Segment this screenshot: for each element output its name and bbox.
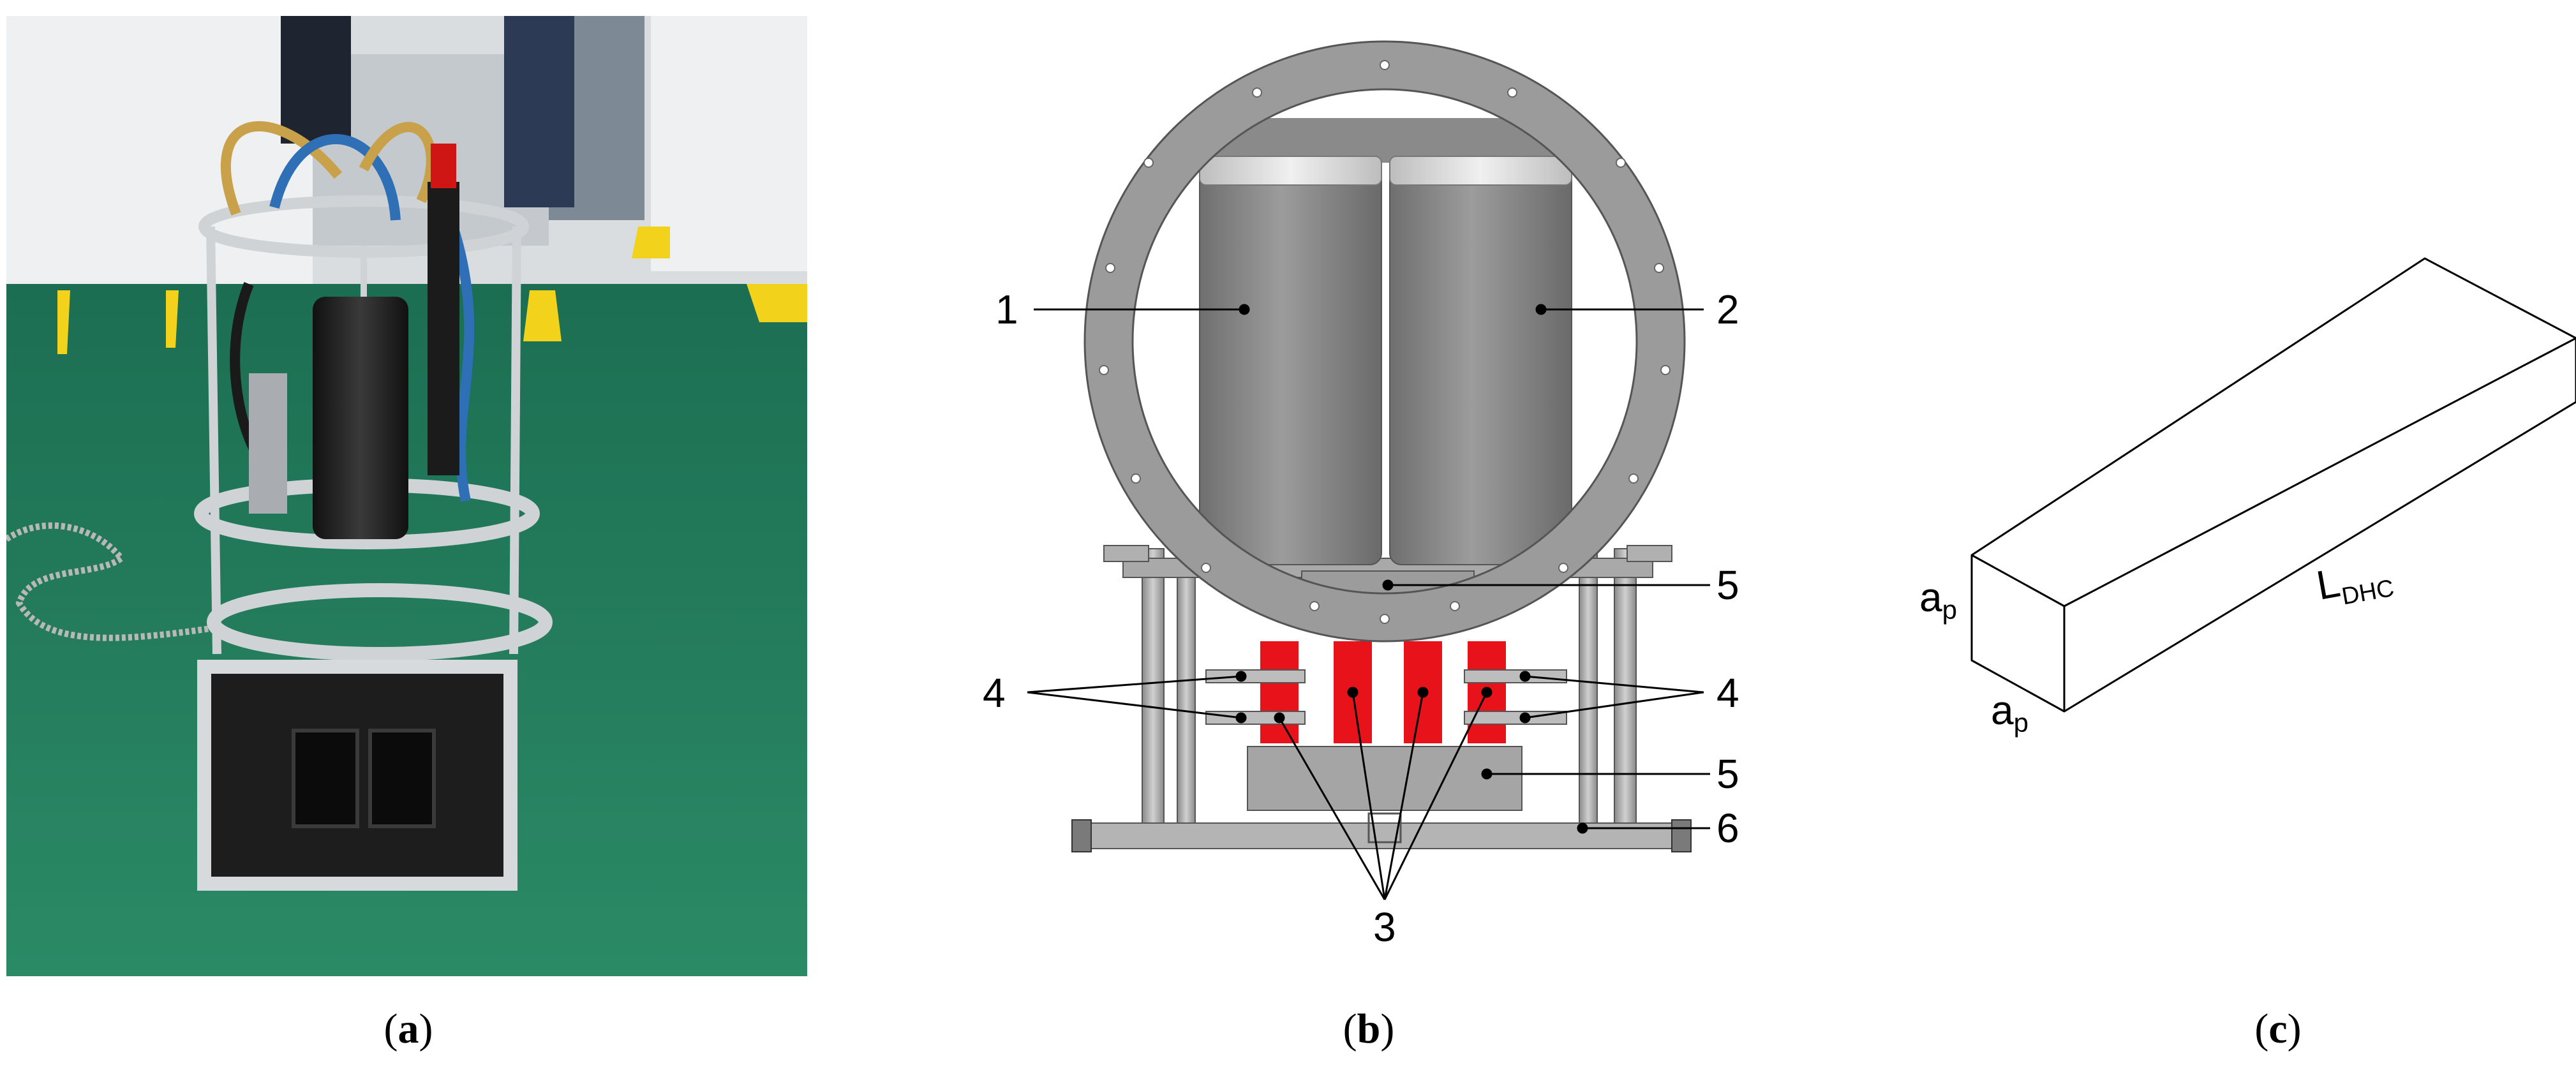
prism-outline xyxy=(1970,257,2576,713)
yellow-fitting xyxy=(57,290,70,354)
ship-right-structure xyxy=(651,16,807,271)
instrument-tube xyxy=(249,373,287,514)
lower-box-window xyxy=(292,729,359,828)
horizontal-bar xyxy=(1205,669,1306,683)
label-length-dhc: LDHC xyxy=(2313,550,2396,614)
support-ring xyxy=(1083,40,1686,643)
instrument-sensor xyxy=(428,182,459,475)
side-bracket xyxy=(1103,545,1149,562)
label-ap-bottom: ap xyxy=(1991,687,2029,738)
yellow-fitting xyxy=(166,290,179,348)
label-3: 3 xyxy=(1373,904,1396,950)
yellow-fitting xyxy=(523,290,562,341)
horizontal-bar xyxy=(1205,711,1306,725)
ship-left-structure xyxy=(6,16,313,284)
label-5-top: 5 xyxy=(1716,562,1739,608)
ring-bolt-holes xyxy=(1099,60,1671,624)
cables xyxy=(220,121,475,502)
label-1: 1 xyxy=(995,286,1018,332)
yellow-fitting xyxy=(747,284,807,322)
frame-rod xyxy=(1177,548,1196,836)
leader-lines xyxy=(1027,304,1710,900)
bottom-bar-end xyxy=(1671,819,1692,852)
label-5-bottom: 5 xyxy=(1716,751,1739,797)
caption-c: (c) xyxy=(2254,1006,2302,1052)
frame-rod xyxy=(1579,548,1598,836)
canister-1 xyxy=(1199,156,1382,565)
bottom-bar xyxy=(1084,822,1679,849)
instrument-frame xyxy=(194,195,553,661)
horizontal-bar xyxy=(1464,669,1567,683)
frame-rod xyxy=(1142,548,1165,849)
bottom-bar-clip xyxy=(1367,812,1402,843)
diagram-panel-b: 1 2 5 4 4 5 6 3 xyxy=(983,40,1739,950)
label-ap-side: ap xyxy=(1919,574,1957,625)
canister-2 xyxy=(1389,156,1572,565)
diagram-panel-c: ap ap LDHC xyxy=(1919,257,2576,738)
photo-panel-a xyxy=(6,16,807,976)
person-legs xyxy=(504,16,574,207)
rope xyxy=(6,522,211,641)
caption-b: (b) xyxy=(1343,1006,1395,1052)
frame-rod xyxy=(1614,548,1637,849)
instrument-canister xyxy=(313,297,408,539)
label-6: 6 xyxy=(1716,805,1739,851)
lower-block xyxy=(1247,746,1523,811)
label-4-right: 4 xyxy=(1716,670,1739,716)
white-gap xyxy=(1372,641,1404,743)
lower-box-window xyxy=(368,729,436,828)
bottom-bar-end xyxy=(1071,819,1092,852)
label-2: 2 xyxy=(1716,286,1739,332)
instrument-sensor-red xyxy=(431,144,456,188)
canister-housing xyxy=(1206,118,1563,163)
person-legs xyxy=(281,16,351,144)
canister-1-cap xyxy=(1199,156,1382,186)
label-4-left: 4 xyxy=(983,670,1006,716)
caption-a: (a) xyxy=(383,1006,433,1052)
side-bracket xyxy=(1627,545,1672,562)
canister-2-cap xyxy=(1389,156,1572,186)
red-block xyxy=(1260,641,1299,743)
yellow-fitting xyxy=(632,227,670,258)
